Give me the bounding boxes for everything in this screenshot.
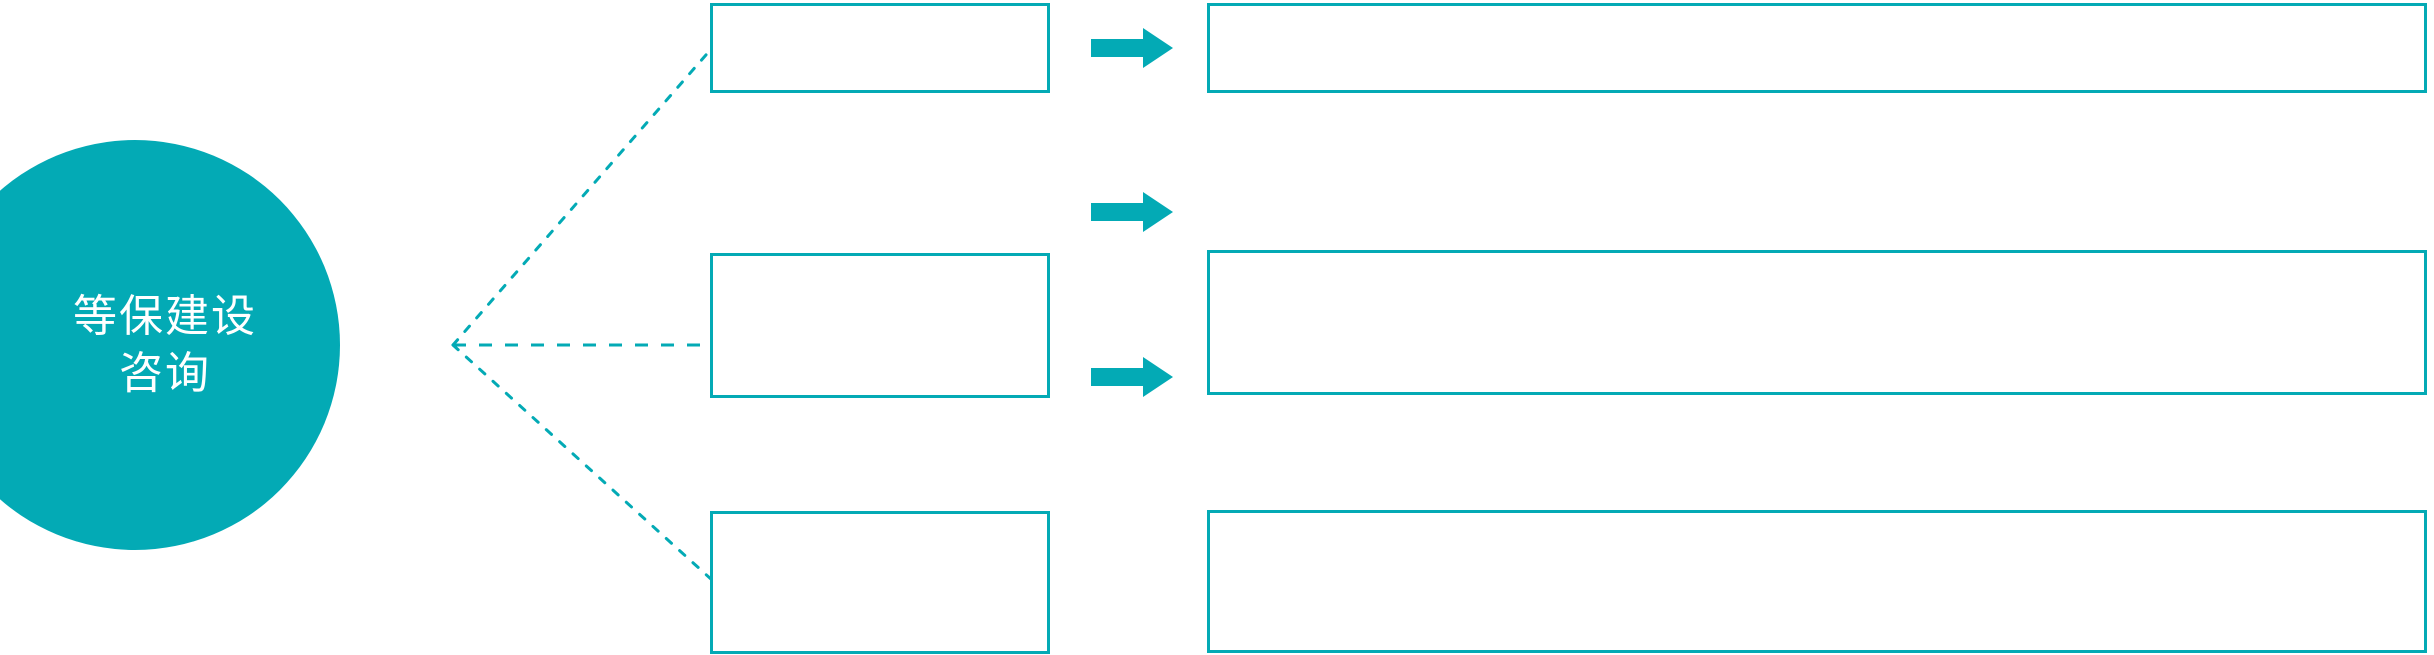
detail-box-row-1[interactable] — [1207, 3, 2427, 93]
connector-branch-top — [451, 46, 714, 347]
detail-box-row-2[interactable] — [1207, 250, 2427, 395]
right-arrow-icon-row-3 — [1091, 357, 1173, 397]
stage-box-row-3[interactable] — [710, 511, 1050, 654]
hub-circle[interactable]: 等保建设 咨询 — [0, 140, 340, 550]
detail-box-row-3[interactable] — [1207, 510, 2427, 653]
hub-label: 等保建设 咨询 — [73, 291, 257, 398]
connector-branch-bottom — [451, 343, 714, 582]
right-arrow-icon-row-2 — [1091, 192, 1173, 232]
right-arrow-icon-row-1 — [1091, 28, 1173, 68]
stage-box-row-2[interactable] — [710, 253, 1050, 398]
stage-box-row-1[interactable] — [710, 3, 1050, 93]
